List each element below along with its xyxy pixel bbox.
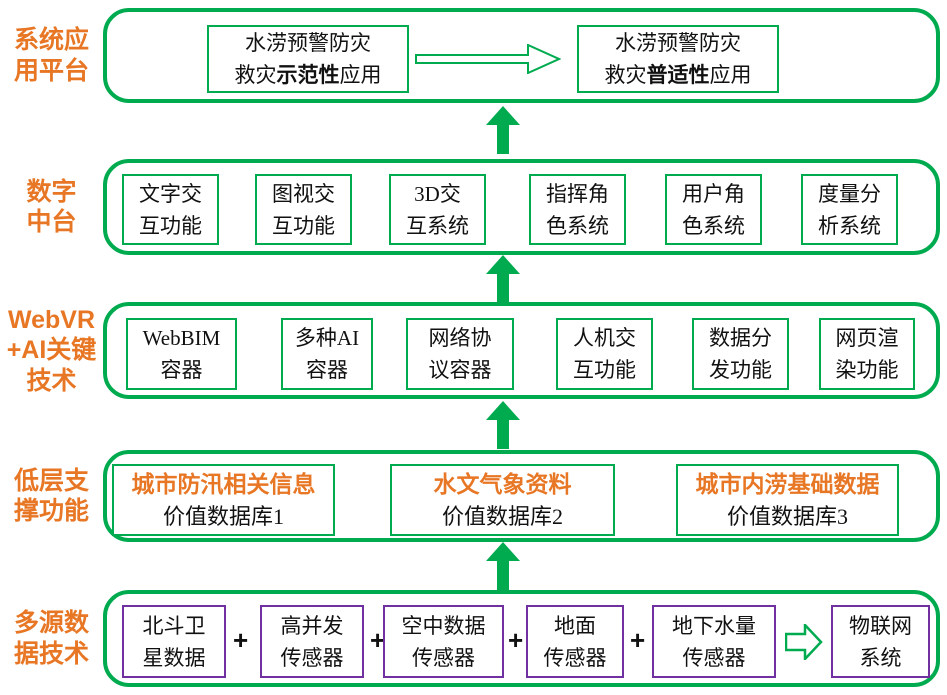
box-flood-control-info-db1: 城市防汛相关信息 价值数据库1: [112, 464, 335, 536]
box-data-distribution: 数据分 发功能: [692, 318, 789, 390]
label-line: 撑功能: [13, 497, 89, 525]
box-command-role-system: 指挥角 色系统: [529, 174, 626, 245]
plus-sign: +: [508, 625, 524, 655]
layer-container-low-level-support: 城市防汛相关信息 价值数据库1 水文气象资料 价值数据库2 城市内涝基础数据 价…: [103, 450, 940, 542]
up-arrow-icon: [486, 106, 520, 154]
box-iot-system: 物联网 系统: [831, 605, 930, 678]
box-groundwater-sensor: 地下水量 传感器: [652, 605, 776, 678]
layer-container-system-application: 水涝预警防灾 救灾示范性应用 水涝预警防灾 救灾普适性应用: [103, 8, 940, 103]
layer-label-system-application: 系统应 用平台: [0, 8, 103, 103]
box-ground-sensor: 地面 传感器: [526, 605, 624, 678]
box-text-interaction: 文字交 互功能: [122, 174, 219, 245]
box-beidou-satellite-data: 北斗卫 星数据: [122, 605, 226, 678]
layer-container-digital-platform: 文字交 互功能 图视交 互功能 3D交 互系统 指挥角 色系统 用户角 色系统 …: [103, 159, 940, 255]
box-webbim-container: WebBIM 容器: [126, 318, 237, 390]
label-line: 据技术: [13, 639, 89, 668]
box-hydro-meteorological-db2: 水文气象资料 价值数据库2: [390, 464, 615, 536]
right-arrow-icon: [415, 44, 561, 74]
box-multi-ai-container: 多种AI 容器: [281, 318, 373, 390]
box-human-machine-interaction: 人机交 互功能: [556, 318, 653, 390]
label-line: 低层支: [13, 466, 89, 495]
label-line: 技术: [26, 366, 77, 395]
layer-label-multi-source-data: 多源数 据技术: [0, 590, 103, 687]
box-demonstration-application: 水涝预警防灾 救灾示范性应用: [207, 25, 409, 93]
layer-label-digital-platform: 数字 中台: [0, 159, 103, 255]
label-line: 用平台: [13, 56, 89, 85]
layer-label-webvr-ai-key-tech: WebVR +AI关键 技术: [0, 302, 103, 399]
box-high-concurrency-sensor: 高并发 传感器: [260, 605, 364, 678]
box-line: 水涝预警防灾: [245, 31, 371, 55]
label-line: 系统应: [13, 26, 89, 54]
box-universal-application: 水涝预警防灾 救灾普适性应用: [577, 25, 779, 93]
up-arrow-icon: [486, 542, 520, 590]
box-line: 救灾普适性应用: [604, 63, 752, 87]
label-line: 多源数: [13, 609, 89, 637]
label-line: WebVR: [7, 305, 96, 334]
label-line: 数字: [26, 177, 77, 206]
plus-sign: +: [233, 625, 249, 655]
box-3d-interaction-system: 3D交 互系统: [389, 174, 486, 245]
double-right-arrow-icon: [785, 624, 823, 660]
up-arrow-icon: [486, 255, 520, 303]
box-user-role-system: 用户角 色系统: [665, 174, 762, 245]
box-metric-analysis-system: 度量分 析系统: [801, 174, 898, 245]
box-network-protocol-container: 网络协 议容器: [406, 318, 514, 390]
label-line: 中台: [26, 208, 77, 236]
up-arrow-icon: [486, 401, 520, 449]
plus-sign: +: [630, 625, 646, 655]
layer-container-multi-source-data: 北斗卫 星数据 + 高并发 传感器 + 空中数据 传感器 + 地面 传感器 + …: [103, 590, 940, 687]
box-line: 救灾示范性应用: [234, 63, 382, 87]
layer-label-low-level-support: 低层支 撑功能: [0, 450, 103, 542]
box-line: 水涝预警防灾: [615, 31, 741, 55]
box-web-rendering: 网页渲 染功能: [819, 318, 915, 390]
plus-sign: +: [370, 625, 386, 655]
layer-container-webvr-ai: WebBIM 容器 多种AI 容器 网络协 议容器 人机交 互功能 数据分 发功…: [103, 302, 940, 399]
box-graphic-interaction: 图视交 互功能: [255, 174, 352, 245]
box-urban-waterlogging-db3: 城市内涝基础数据 价值数据库3: [676, 464, 899, 536]
box-aerial-data-sensor: 空中数据 传感器: [383, 605, 504, 678]
label-line: +AI关键: [6, 336, 97, 365]
